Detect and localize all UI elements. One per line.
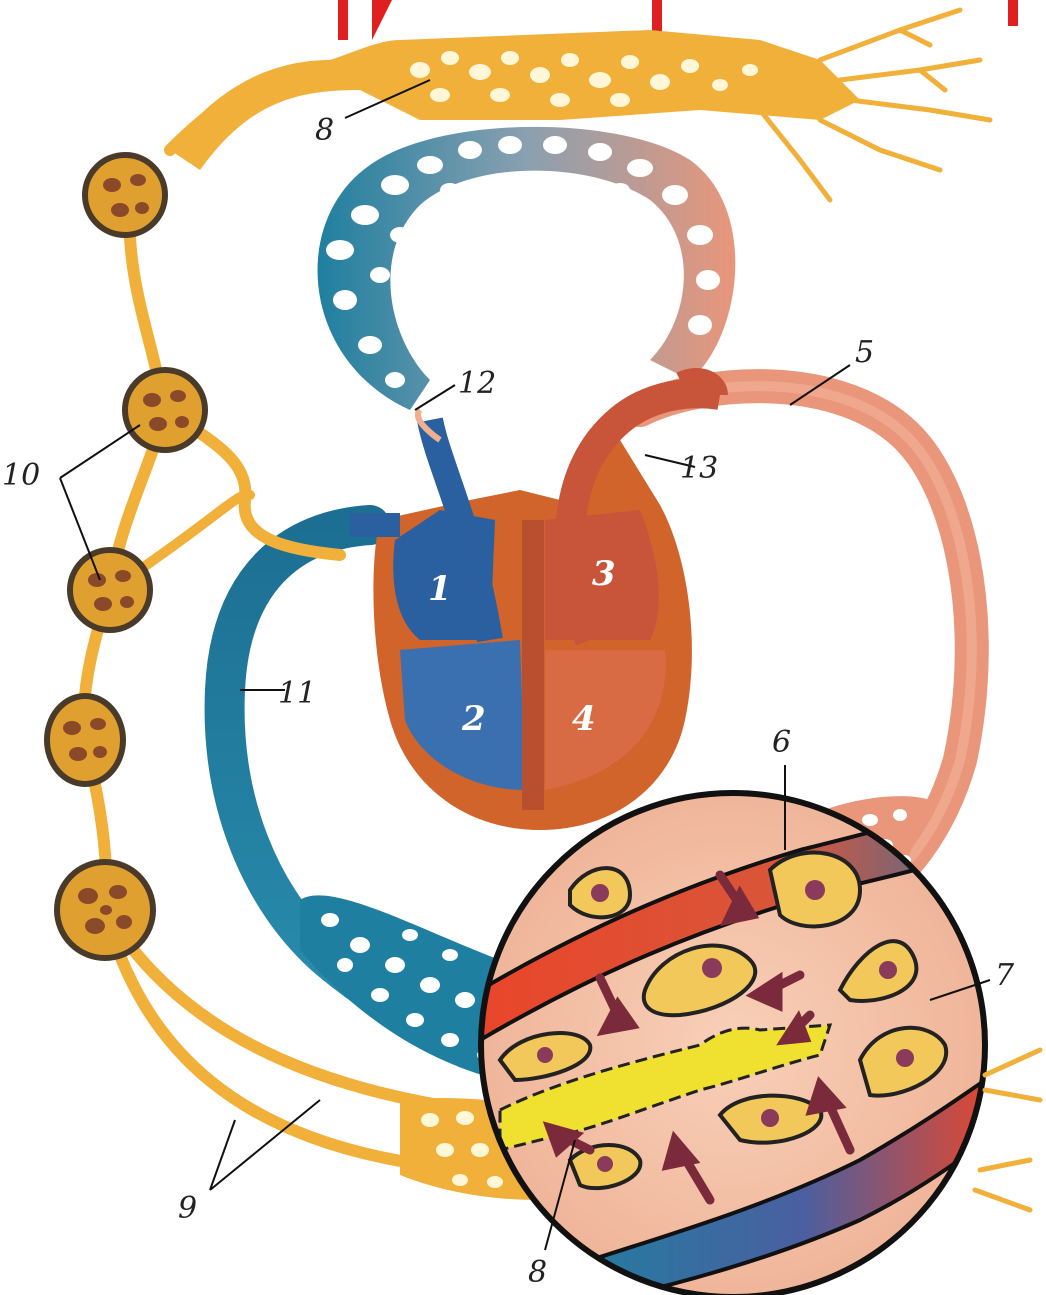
label-11: 11 <box>278 676 316 711</box>
lymph-node-2 <box>125 370 205 450</box>
label-12: 12 <box>458 366 496 401</box>
pulmonary-capillary-loop <box>318 127 736 410</box>
label-13: 13 <box>680 451 718 486</box>
lymph-node-5 <box>57 862 153 958</box>
lymph-node-3 <box>70 550 150 630</box>
label-3: 3 <box>592 554 616 594</box>
label-2: 2 <box>461 699 486 739</box>
label-10: 10 <box>2 458 40 493</box>
lymph-node-1 <box>85 155 165 235</box>
heart <box>350 376 720 830</box>
label-5: 5 <box>855 335 874 370</box>
label-4: 4 <box>572 699 596 739</box>
lymph-nodes <box>47 155 205 958</box>
label-6: 6 <box>772 725 791 760</box>
label-8-top: 8 <box>315 113 334 148</box>
tissue-magnification <box>480 790 1040 1295</box>
label-7: 7 <box>995 958 1015 993</box>
label-8-bottom: 8 <box>528 1255 547 1290</box>
label-1: 1 <box>428 569 452 609</box>
label-9: 9 <box>178 1191 197 1226</box>
lymph-node-4 <box>47 696 123 784</box>
